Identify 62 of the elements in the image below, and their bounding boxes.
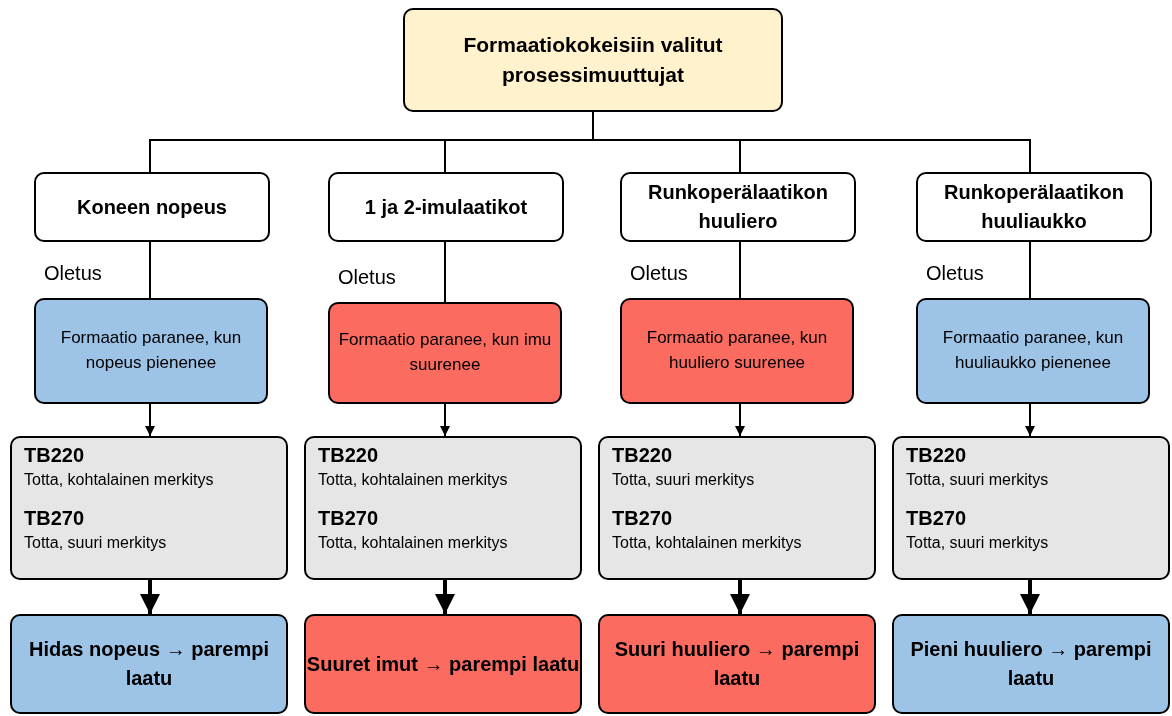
hypothesis-box bbox=[916, 298, 1150, 404]
box-text: 1 ja 2-imulaatikot bbox=[364, 194, 528, 220]
connector-line bbox=[149, 241, 151, 299]
assumption-label: Oletus bbox=[630, 262, 688, 285]
box-text: Runkoperälaatikon huuliero bbox=[646, 180, 829, 234]
box-text: Pieni huuliero → parempi laatu bbox=[909, 637, 1153, 691]
result-text: Totta, kohtalainen merkitys bbox=[24, 471, 214, 489]
arrow bbox=[735, 403, 745, 437]
result-box bbox=[304, 436, 582, 580]
result-box bbox=[892, 436, 1170, 580]
result-text: Totta, suuri merkitys bbox=[906, 471, 1049, 489]
variable-box bbox=[620, 172, 856, 242]
result-box bbox=[10, 436, 288, 580]
test-name: TB220 bbox=[318, 444, 379, 467]
conclusion-box bbox=[892, 614, 1170, 714]
test-name: TB270 bbox=[318, 507, 379, 530]
variable-box bbox=[34, 172, 270, 242]
arrow bbox=[435, 580, 455, 614]
box-text: Formaatio paranee, kun huuliaukko pienenee bbox=[941, 327, 1125, 374]
box-text: Formaatio paranee, kun nopeus pienenee bbox=[59, 327, 243, 374]
test-name: TB270 bbox=[906, 507, 967, 530]
box-text: Formaatio paranee, kun imu suurenee bbox=[337, 329, 553, 376]
assumption-label: Oletus bbox=[44, 262, 102, 285]
arrow bbox=[1025, 403, 1035, 437]
result-text: Totta, kohtalainen merkitys bbox=[318, 534, 508, 552]
result-text: Totta, suuri merkitys bbox=[24, 534, 167, 552]
assumption-label: Oletus bbox=[338, 266, 396, 289]
variable-box bbox=[328, 172, 564, 242]
assumption-label: Oletus bbox=[926, 262, 984, 285]
test-name: TB220 bbox=[612, 444, 673, 467]
box-text: Hidas nopeus → parempi laatu bbox=[27, 637, 271, 691]
conclusion-box bbox=[598, 614, 876, 714]
hypothesis-box bbox=[620, 298, 854, 404]
result-text: Totta, kohtalainen merkitys bbox=[318, 471, 508, 489]
box-text: Runkoperälaatikon huuliaukko bbox=[942, 180, 1125, 234]
box-text: Koneen nopeus bbox=[77, 194, 227, 220]
box-text: Suuret imut → parempi laatu bbox=[306, 651, 580, 677]
connector-line bbox=[444, 241, 446, 303]
hypothesis-box bbox=[328, 302, 562, 404]
arrow bbox=[145, 403, 155, 437]
result-text: Totta, suuri merkitys bbox=[612, 471, 755, 489]
arrow bbox=[140, 580, 160, 614]
variable-box bbox=[403, 8, 783, 112]
test-name: TB220 bbox=[906, 444, 967, 467]
conclusion-box bbox=[10, 614, 288, 714]
result-box bbox=[598, 436, 876, 580]
result-text: Totta, kohtalainen merkitys bbox=[612, 534, 802, 552]
test-name: TB270 bbox=[24, 507, 85, 530]
box-text: Formaatio paranee, kun huuliero suurenee bbox=[645, 327, 829, 374]
box-text: Formaatiokokeisiin valitut prosessimuuttujat bbox=[462, 31, 724, 88]
box-text: Suuri huuliero → parempi laatu bbox=[613, 637, 861, 691]
conclusion-box bbox=[304, 614, 582, 714]
connector-line bbox=[1029, 241, 1031, 299]
variable-box bbox=[916, 172, 1152, 242]
result-text: Totta, suuri merkitys bbox=[906, 534, 1049, 552]
arrow bbox=[1020, 580, 1040, 614]
connector-line bbox=[739, 241, 741, 299]
test-name: TB270 bbox=[612, 507, 673, 530]
arrow bbox=[440, 403, 450, 437]
hypothesis-box bbox=[34, 298, 268, 404]
arrow bbox=[730, 580, 750, 614]
test-name: TB220 bbox=[24, 444, 85, 467]
